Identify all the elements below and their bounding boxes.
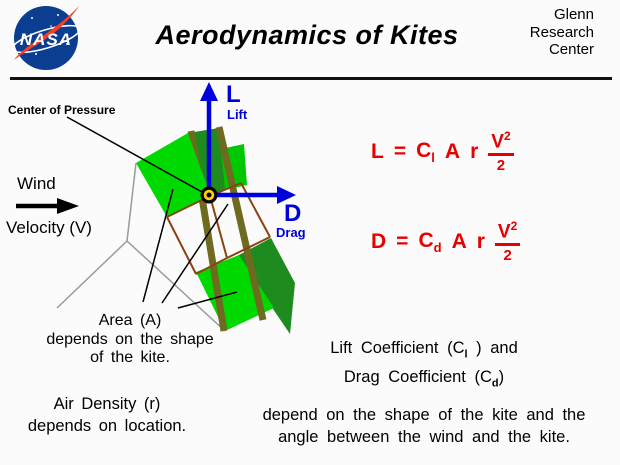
lift-eq-area: A — [444, 139, 461, 163]
nasa-logo-swoosh — [14, 6, 79, 60]
coefficients-note-line-3: depend on the shape of the kite and the — [262, 405, 586, 424]
drag-eq-coefficient: Cd — [418, 228, 442, 255]
pointer-lines — [66, 116, 238, 309]
coefficients-note-line-4: angle between the wind and the kite. — [278, 427, 570, 446]
air-density-note: Air Density (r) depends on location. — [0, 393, 214, 437]
drag-arrow — [210, 186, 296, 204]
drag-eq-density: r — [476, 229, 485, 253]
velocity-label: Velocity (V) — [6, 218, 92, 237]
org-name: Glenn Research Center — [530, 6, 594, 59]
drag-equation: D = Cd A r V2 2 — [371, 220, 521, 263]
coefficients-note-line-1: Lift Coefficient (Cl ) and — [330, 339, 518, 361]
area-note: Area (A) depends on the shape of the kit… — [19, 312, 241, 368]
drag-eq-lhs: D — [371, 229, 387, 253]
center-of-pressure-pointer — [66, 116, 203, 193]
nasa-logo-stars — [31, 14, 68, 55]
lift-eq-lhs: L — [371, 139, 384, 163]
lift-symbol: L — [226, 81, 241, 108]
drag-eq-equals: = — [396, 229, 409, 253]
area-note-line-3: of the kite. — [90, 349, 170, 366]
org-line-1: Glenn — [553, 6, 594, 23]
drag-eq-fraction: V2 2 — [494, 220, 521, 263]
lift-eq-equals: = — [393, 139, 407, 163]
nasa-logo-text: NASA — [20, 30, 72, 49]
area-pointer-2 — [161, 203, 229, 304]
coefficients-note-line-2: Drag Coefficient (Cd) — [343, 368, 505, 390]
lift-eq-density: r — [470, 139, 479, 163]
org-line-2: Research — [529, 23, 594, 41]
area-note-line-1: Area (A) — [98, 312, 162, 329]
coefficients-note: Lift Coefficient (Cl ) and Drag Coeffici… — [238, 337, 610, 449]
area-pointer-1 — [142, 188, 174, 303]
lift-label: Lift — [227, 107, 248, 122]
drag-symbol: D — [284, 200, 302, 227]
lift-eq-fraction: V2 2 — [488, 130, 514, 173]
bridle-lines — [56, 162, 226, 332]
nasa-logo-icon: NASA — [11, 6, 81, 70]
air-density-note-line-2: depends on location. — [27, 417, 187, 435]
area-pointer-3 — [177, 291, 238, 309]
lift-eq-coefficient: Cl — [416, 138, 435, 165]
page-title: Aerodynamics of Kites — [155, 20, 459, 50]
lift-equation: L = Cl A r V2 2 — [371, 130, 514, 173]
kite-upper-front-panel — [136, 133, 210, 217]
center-of-pressure-label: Center of Pressure — [8, 103, 116, 117]
box-kite — [136, 126, 295, 334]
header-divider — [10, 77, 612, 80]
drag-label: Drag — [276, 225, 306, 240]
center-of-pressure-marker — [200, 186, 218, 204]
wind-arrow — [16, 198, 79, 214]
area-note-line-2: depends on the shape — [46, 330, 214, 348]
lift-arrow — [200, 82, 218, 194]
air-density-note-line-1: Air Density (r) — [53, 395, 161, 413]
org-line-3: Center — [548, 41, 594, 58]
nasa-logo-orbit — [11, 24, 81, 54]
wind-label: Wind — [17, 174, 56, 193]
drag-eq-area: A — [451, 229, 467, 253]
